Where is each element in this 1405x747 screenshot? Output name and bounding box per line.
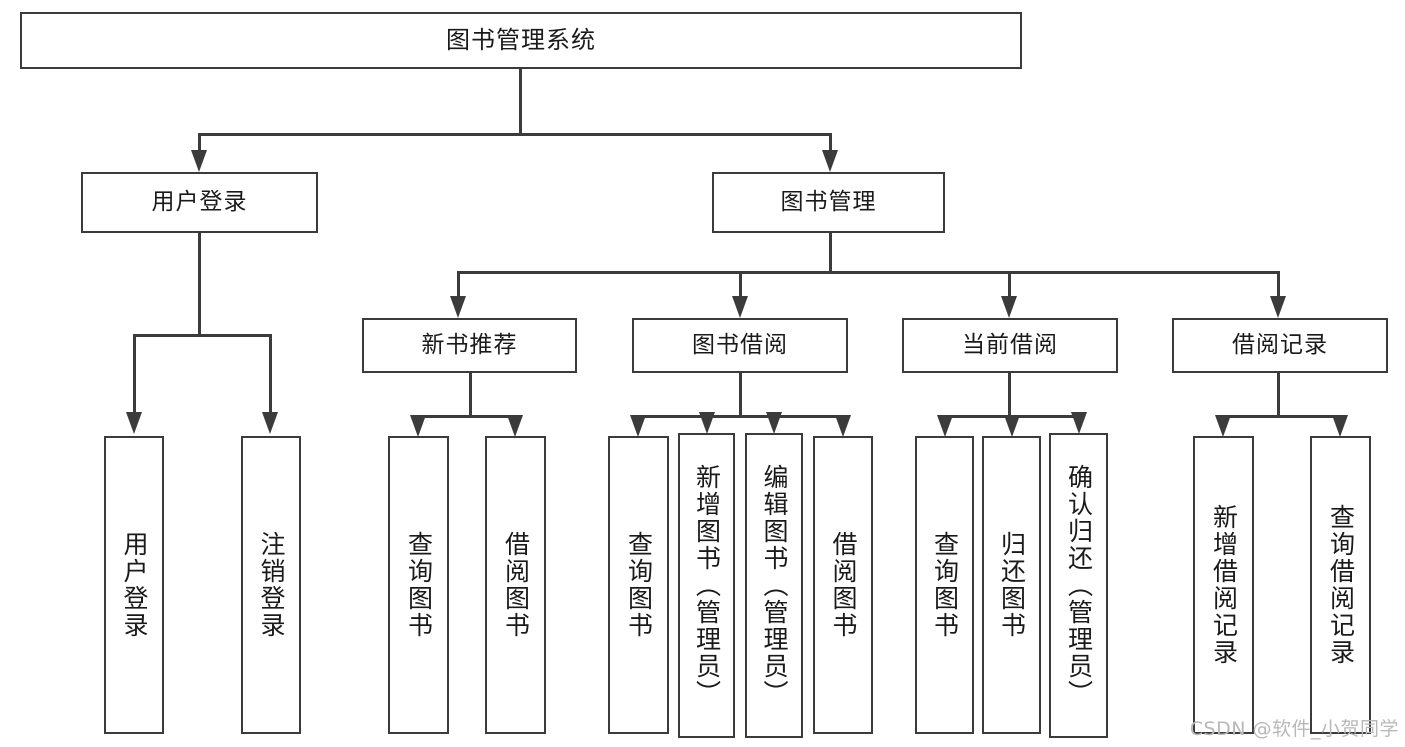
leaf-query-book-recommend[interactable]: 查询图书	[388, 436, 449, 734]
leaf-label: 归还图书	[997, 531, 1027, 639]
leaf-label: 编辑图书（管理员）	[760, 464, 789, 707]
leaf-borrow-book-recommend[interactable]: 借阅图书	[485, 436, 546, 734]
leaf-label: 注销登录	[257, 531, 286, 639]
node-label: 用户登录	[151, 188, 248, 215]
connector-level3-drop-3	[1008, 271, 1011, 299]
leaf-confirm-return-admin[interactable]: 确认归还（管理员）	[1049, 433, 1108, 738]
node-label: 当前借阅	[962, 331, 1058, 358]
leaf-label: 新增借阅记录	[1209, 504, 1239, 666]
connector-level3-bar	[457, 271, 1280, 274]
connector-user-login-drop-2	[269, 334, 272, 416]
leaf-label: 查询图书	[404, 531, 434, 639]
arrow-to-book-borrow	[732, 296, 748, 318]
connector-user-login-drop-1	[133, 334, 136, 416]
leaf-label: 新增图书（管理员）	[692, 464, 722, 707]
arrow-to-leaf-query-book-2	[630, 415, 646, 437]
leaf-query-book-current[interactable]: 查询图书	[915, 436, 974, 734]
connector-borrow-bar	[637, 415, 844, 418]
arrow-to-leaf-query-book-1	[410, 415, 426, 437]
arrow-to-leaf-add-book	[699, 412, 715, 434]
node-user-login[interactable]: 用户登录	[81, 172, 318, 233]
leaf-query-borrow-record[interactable]: 查询借阅记录	[1310, 436, 1371, 734]
arrow-to-leaf-query-book-3	[937, 415, 953, 437]
arrow-to-leaf-logout	[262, 412, 278, 434]
connector-recommend-stem	[469, 373, 472, 418]
node-current-borrow[interactable]: 当前借阅	[902, 318, 1118, 373]
leaf-label: 查询借阅记录	[1326, 504, 1356, 666]
leaf-query-book-borrow[interactable]: 查询图书	[608, 436, 669, 734]
node-label: 新书推荐	[421, 331, 518, 358]
connector-user-login-bar	[133, 334, 271, 337]
leaf-edit-book-admin[interactable]: 编辑图书（管理员）	[745, 433, 803, 738]
node-borrow-record[interactable]: 借阅记录	[1172, 318, 1388, 373]
leaf-label: 查询图书	[624, 531, 654, 639]
connector-level2-bar	[198, 133, 831, 136]
connector-borrow-stem	[739, 373, 742, 418]
arrow-to-current-borrow	[1001, 296, 1017, 318]
leaf-add-book-admin[interactable]: 新增图书（管理员）	[678, 433, 735, 738]
leaf-add-borrow-record[interactable]: 新增借阅记录	[1193, 436, 1254, 734]
leaf-label: 用户登录	[120, 531, 149, 639]
csdn-watermark: CSDN @软件_小贺同学	[1189, 718, 1399, 740]
arrow-to-leaf-confirm-return	[1071, 412, 1087, 434]
leaf-logout[interactable]: 注销登录	[241, 436, 301, 734]
connector-level3-drop-1	[457, 271, 460, 299]
leaf-label: 查询图书	[930, 531, 960, 639]
node-label: 借阅记录	[1232, 331, 1328, 358]
node-book-management[interactable]: 图书管理	[712, 172, 945, 233]
leaf-user-login[interactable]: 用户登录	[104, 436, 164, 734]
arrow-to-leaf-add-record	[1215, 415, 1231, 437]
connector-root-stem	[519, 69, 522, 135]
arrow-to-user-login	[191, 150, 207, 172]
node-new-book-recommend[interactable]: 新书推荐	[362, 318, 577, 373]
connector-book-management-stem	[829, 233, 832, 273]
arrow-to-book-management	[822, 150, 838, 172]
arrow-to-leaf-return-book	[1004, 415, 1020, 437]
leaf-label: 借阅图书	[829, 531, 858, 639]
leaf-label: 借阅图书	[501, 531, 531, 639]
arrow-to-leaf-borrow-book-1	[507, 415, 523, 437]
connector-level2-drop-right	[829, 133, 832, 155]
arrow-to-leaf-edit-book	[766, 412, 782, 434]
node-label: 图书管理系统	[446, 26, 596, 55]
node-root-system[interactable]: 图书管理系统	[20, 12, 1022, 69]
arrow-to-leaf-user-login	[126, 412, 142, 434]
connector-recommend-bar	[417, 415, 517, 418]
connector-level2-drop-left	[198, 133, 201, 155]
leaf-label: 确认归还（管理员）	[1064, 464, 1094, 707]
leaf-return-book[interactable]: 归还图书	[982, 436, 1041, 734]
connector-record-stem	[1277, 373, 1280, 418]
arrow-to-leaf-query-record	[1332, 415, 1348, 437]
connector-current-stem	[1008, 373, 1011, 418]
node-label: 图书借阅	[692, 331, 788, 358]
node-book-borrow[interactable]: 图书借阅	[632, 318, 848, 373]
connector-user-login-stem	[198, 233, 201, 336]
arrow-to-borrow-record	[1270, 296, 1286, 318]
connector-level3-drop-4	[1277, 271, 1280, 299]
connector-record-bar	[1222, 415, 1341, 418]
arrow-to-new-book-recommend	[450, 296, 466, 318]
connector-level3-drop-2	[739, 271, 742, 299]
leaf-borrow-book[interactable]: 借阅图书	[813, 436, 873, 734]
node-label: 图书管理	[780, 188, 877, 215]
arrow-to-leaf-borrow-book-2	[835, 415, 851, 437]
